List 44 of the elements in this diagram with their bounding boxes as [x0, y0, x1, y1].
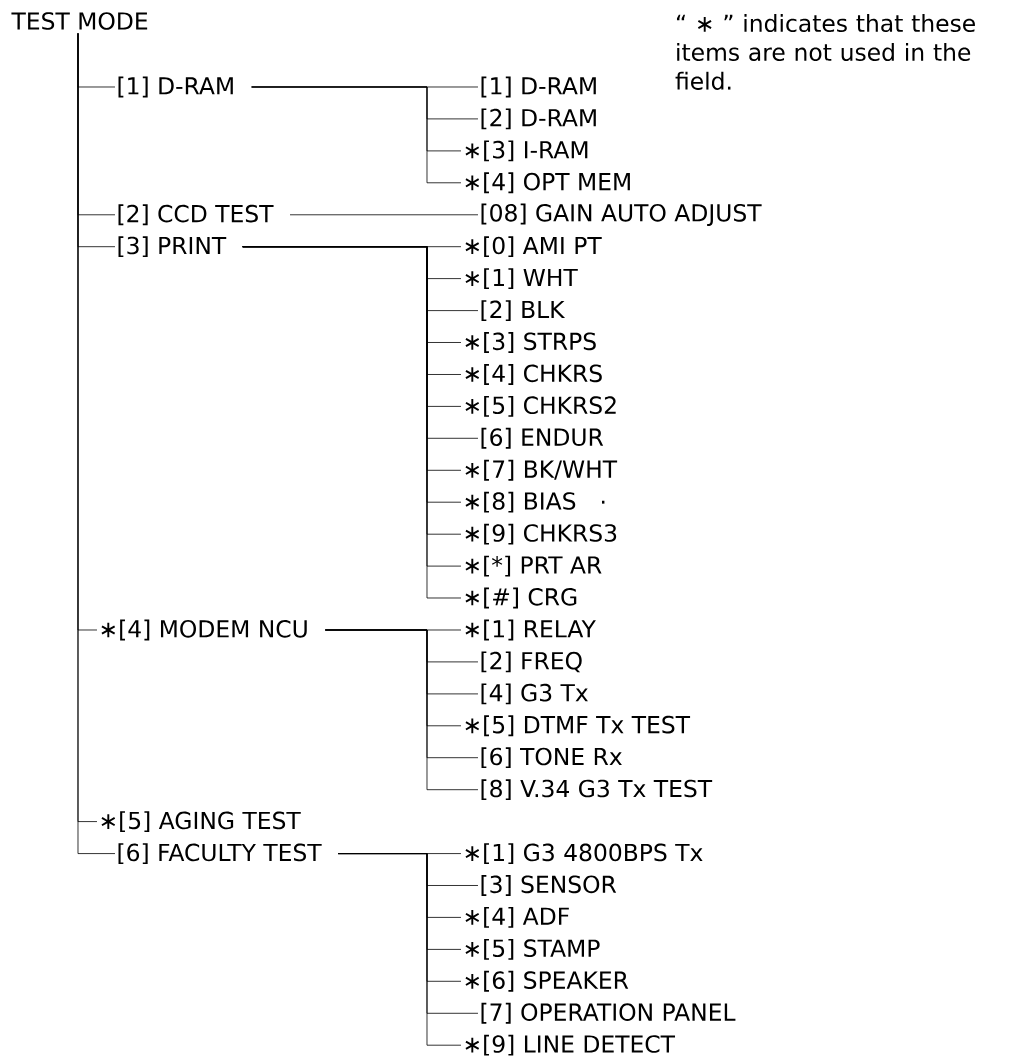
- menu-item: ∗[4] MODEM NCU: [101, 619, 307, 641]
- menu-item: [6] TONE Rx: [481, 747, 622, 769]
- menu-item: ∗[5] CHKRS2: [465, 395, 616, 417]
- menu-item: [2] CCD TEST: [118, 204, 274, 226]
- menu-item: ∗[9] LINE DETECT: [465, 1034, 675, 1056]
- tree-line: [251, 86, 462, 184]
- menu-item: [3] PRINT: [118, 236, 227, 258]
- menu-item: [4] G3 Tx: [481, 683, 588, 705]
- menu-item: [2] FREQ: [481, 651, 582, 673]
- menu-item: ∗[0] AMI PT: [465, 236, 602, 258]
- menu-item: [6] FACULTY TEST: [118, 843, 322, 864]
- tree-line: [324, 629, 479, 791]
- menu-item: [2] BLK: [481, 300, 565, 321]
- menu-item: ∗[1] WHT: [465, 268, 578, 289]
- menu-item: ∗[7] BK/WHT: [465, 459, 618, 481]
- menu-item: ∗[1] RELAY: [465, 619, 596, 641]
- menu-item: [3] SENSOR: [481, 875, 617, 896]
- menu-item: [2] D-RAM: [481, 108, 596, 130]
- tree-line: [289, 214, 479, 216]
- menu-item: ∗[5] STAMP: [465, 938, 600, 960]
- menu-item: [7] OPERATION PANEL: [481, 1002, 736, 1024]
- menu-item: ∗[5] AGING TEST: [101, 811, 301, 832]
- dot: .: [602, 500, 605, 504]
- menu-item: ∗[4] ADF: [465, 906, 569, 928]
- menu-item: ∗[3] STRPS: [465, 332, 596, 353]
- menu-item: [08] GAIN AUTO ADJUST: [481, 203, 762, 227]
- menu-item: ∗[8] BIAS: [465, 491, 576, 513]
- menu-item: ∗[4] CHKRS: [465, 364, 602, 385]
- menu-item: ∗[*] PRT AR: [465, 555, 602, 577]
- menu-item: ∗[#] CRG: [465, 587, 577, 609]
- menu-item: ∗[6] SPEAKER: [465, 970, 629, 992]
- menu-item: [1] D-RAM: [118, 76, 233, 98]
- note-text: “ ∗ ” indicates that these items are not used in the field.: [675, 14, 975, 90]
- tree-line: [77, 32, 116, 854]
- menu-item: [8] V.34 G3 Tx TEST: [481, 779, 713, 801]
- tree-line: [337, 853, 462, 1046]
- menu-item: [6] ENDUR: [481, 427, 604, 449]
- menu-item: ∗[5] DTMF Tx TEST: [465, 715, 691, 737]
- menu-item: ∗[4] OPT MEM: [465, 172, 630, 194]
- menu-item: ∗[3] I-RAM: [465, 140, 588, 162]
- menu-item: [1] D-RAM: [481, 76, 596, 98]
- menu-item: ∗[1] G3 4800BPS Tx: [465, 843, 703, 864]
- menu-title: TEST MODE: [11, 12, 148, 30]
- menu-item: ∗[9] CHKRS3: [465, 523, 617, 545]
